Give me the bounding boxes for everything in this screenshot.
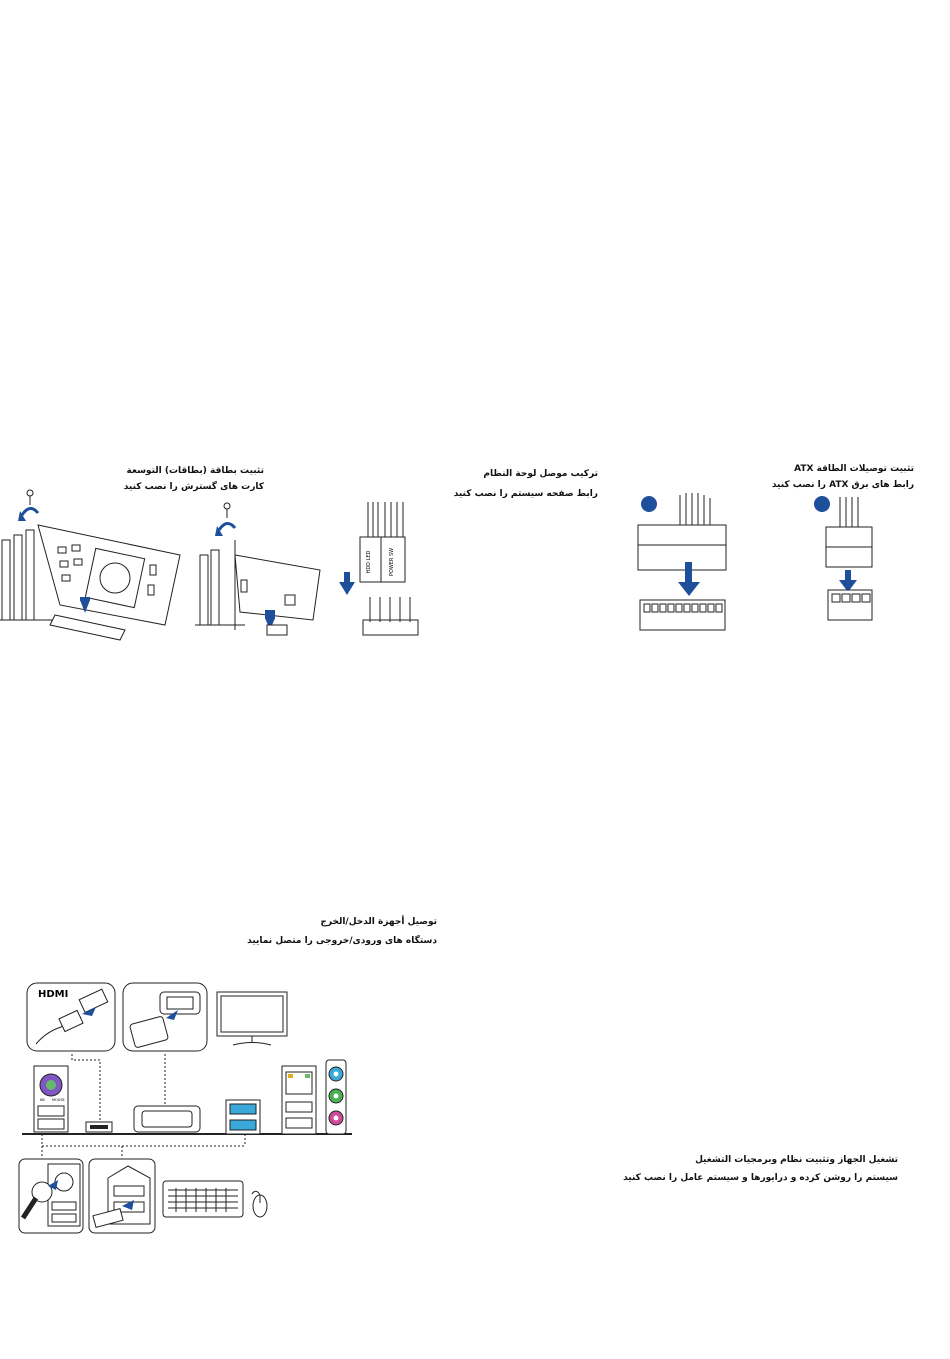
io-subtitle: دستگاه های ورودی/خروجی را متصل نمایید bbox=[247, 936, 437, 946]
panel-subtitle: رابط صفحه سیستم را نصب کنید bbox=[453, 489, 598, 499]
screw-icon bbox=[26, 489, 34, 505]
power-sw-label: POWER SW bbox=[389, 548, 395, 576]
expansion-subtitle: کارت های گسترش را نصب کنید bbox=[123, 482, 264, 492]
down-arrow-icon bbox=[339, 572, 355, 595]
panel-connector-illustration: HDD LED POWER SW bbox=[339, 502, 419, 636]
lan-port[interactable] bbox=[285, 1071, 313, 1095]
rotate-arrow-icon bbox=[217, 522, 237, 531]
guide-lines bbox=[71, 1054, 166, 1124]
rotate-arrow-icon bbox=[20, 507, 40, 516]
usb-plug-icon bbox=[92, 1200, 134, 1229]
screw-icon bbox=[223, 502, 231, 518]
atx-caption: تثبيت توصيلات الطاقة ATX رابط های برق AT… bbox=[772, 461, 914, 493]
panel-title: تركيب موصل لوحة النظام bbox=[483, 469, 598, 479]
vga-box bbox=[122, 982, 208, 1052]
power-on-title: تشغيل الجهاز وتثبيت نظام وبرمجيات التشغي… bbox=[695, 1155, 898, 1165]
keyboard-icon bbox=[162, 1180, 244, 1218]
usb3-port[interactable] bbox=[229, 1119, 257, 1131]
ps2-mouse-label: MOUSE bbox=[52, 1098, 65, 1102]
rear-io-panel: KB MOUSE bbox=[22, 1059, 352, 1135]
mouse-icon bbox=[251, 1190, 268, 1218]
down-arrow-icon bbox=[678, 562, 700, 596]
monitor-icon bbox=[216, 991, 288, 1046]
power-on-caption: تشغيل الجهاز وتثبيت نظام وبرمجيات التشغي… bbox=[623, 1152, 898, 1186]
io-caption: توصيل أجهزة الدخل/الخرج دستگاه های ورودی… bbox=[247, 914, 437, 949]
vga-port[interactable] bbox=[133, 1105, 201, 1133]
usb-port[interactable] bbox=[285, 1117, 313, 1129]
hdmi-label: HDMI bbox=[38, 989, 68, 1000]
hdd-led-label: HDD LED bbox=[366, 550, 372, 573]
vga-plug-icon bbox=[129, 991, 201, 1048]
usb3-port[interactable] bbox=[229, 1103, 257, 1115]
usb-plug-box bbox=[88, 1158, 156, 1234]
usb-port[interactable] bbox=[37, 1105, 65, 1117]
expansion-title: تثبيت بطاقة (بطاقات) التوسعة bbox=[126, 466, 264, 476]
ps2-kb-label: KB bbox=[40, 1098, 45, 1102]
ps2-plug-box bbox=[18, 1158, 84, 1234]
atx-24pin-illustration bbox=[637, 493, 727, 631]
io-title: توصيل أجهزة الدخل/الخرج bbox=[320, 917, 437, 927]
step-badge bbox=[814, 496, 830, 512]
panel-caption: تركيب موصل لوحة النظام رابط صفحه سیستم ر… bbox=[454, 466, 598, 502]
usb-port[interactable] bbox=[285, 1101, 313, 1113]
step-badge bbox=[641, 496, 657, 512]
expansion-caption: تثبيت بطاقة (بطاقات) التوسعة کارت های گس… bbox=[124, 463, 264, 495]
atx-8pin-illustration bbox=[814, 496, 873, 621]
down-arrow-icon bbox=[839, 570, 857, 592]
hdmi-plug-icon bbox=[35, 988, 109, 1045]
expansion-card-illustration-2 bbox=[195, 502, 321, 636]
guide-lines-lower bbox=[41, 1134, 246, 1158]
atx-title: تثبيت توصيلات الطاقة ATX bbox=[794, 464, 914, 474]
atx-subtitle: رابط های برق ATX را نصب کنید bbox=[771, 480, 914, 490]
hdmi-box: HDMI bbox=[26, 982, 116, 1052]
ps2-plug-icon bbox=[20, 1180, 58, 1220]
expansion-card-illustration-1 bbox=[0, 489, 181, 641]
usb-port[interactable] bbox=[37, 1118, 65, 1130]
power-on-subtitle: سیستم را روشن کرده و درایورها و سیستم عا… bbox=[623, 1173, 898, 1183]
